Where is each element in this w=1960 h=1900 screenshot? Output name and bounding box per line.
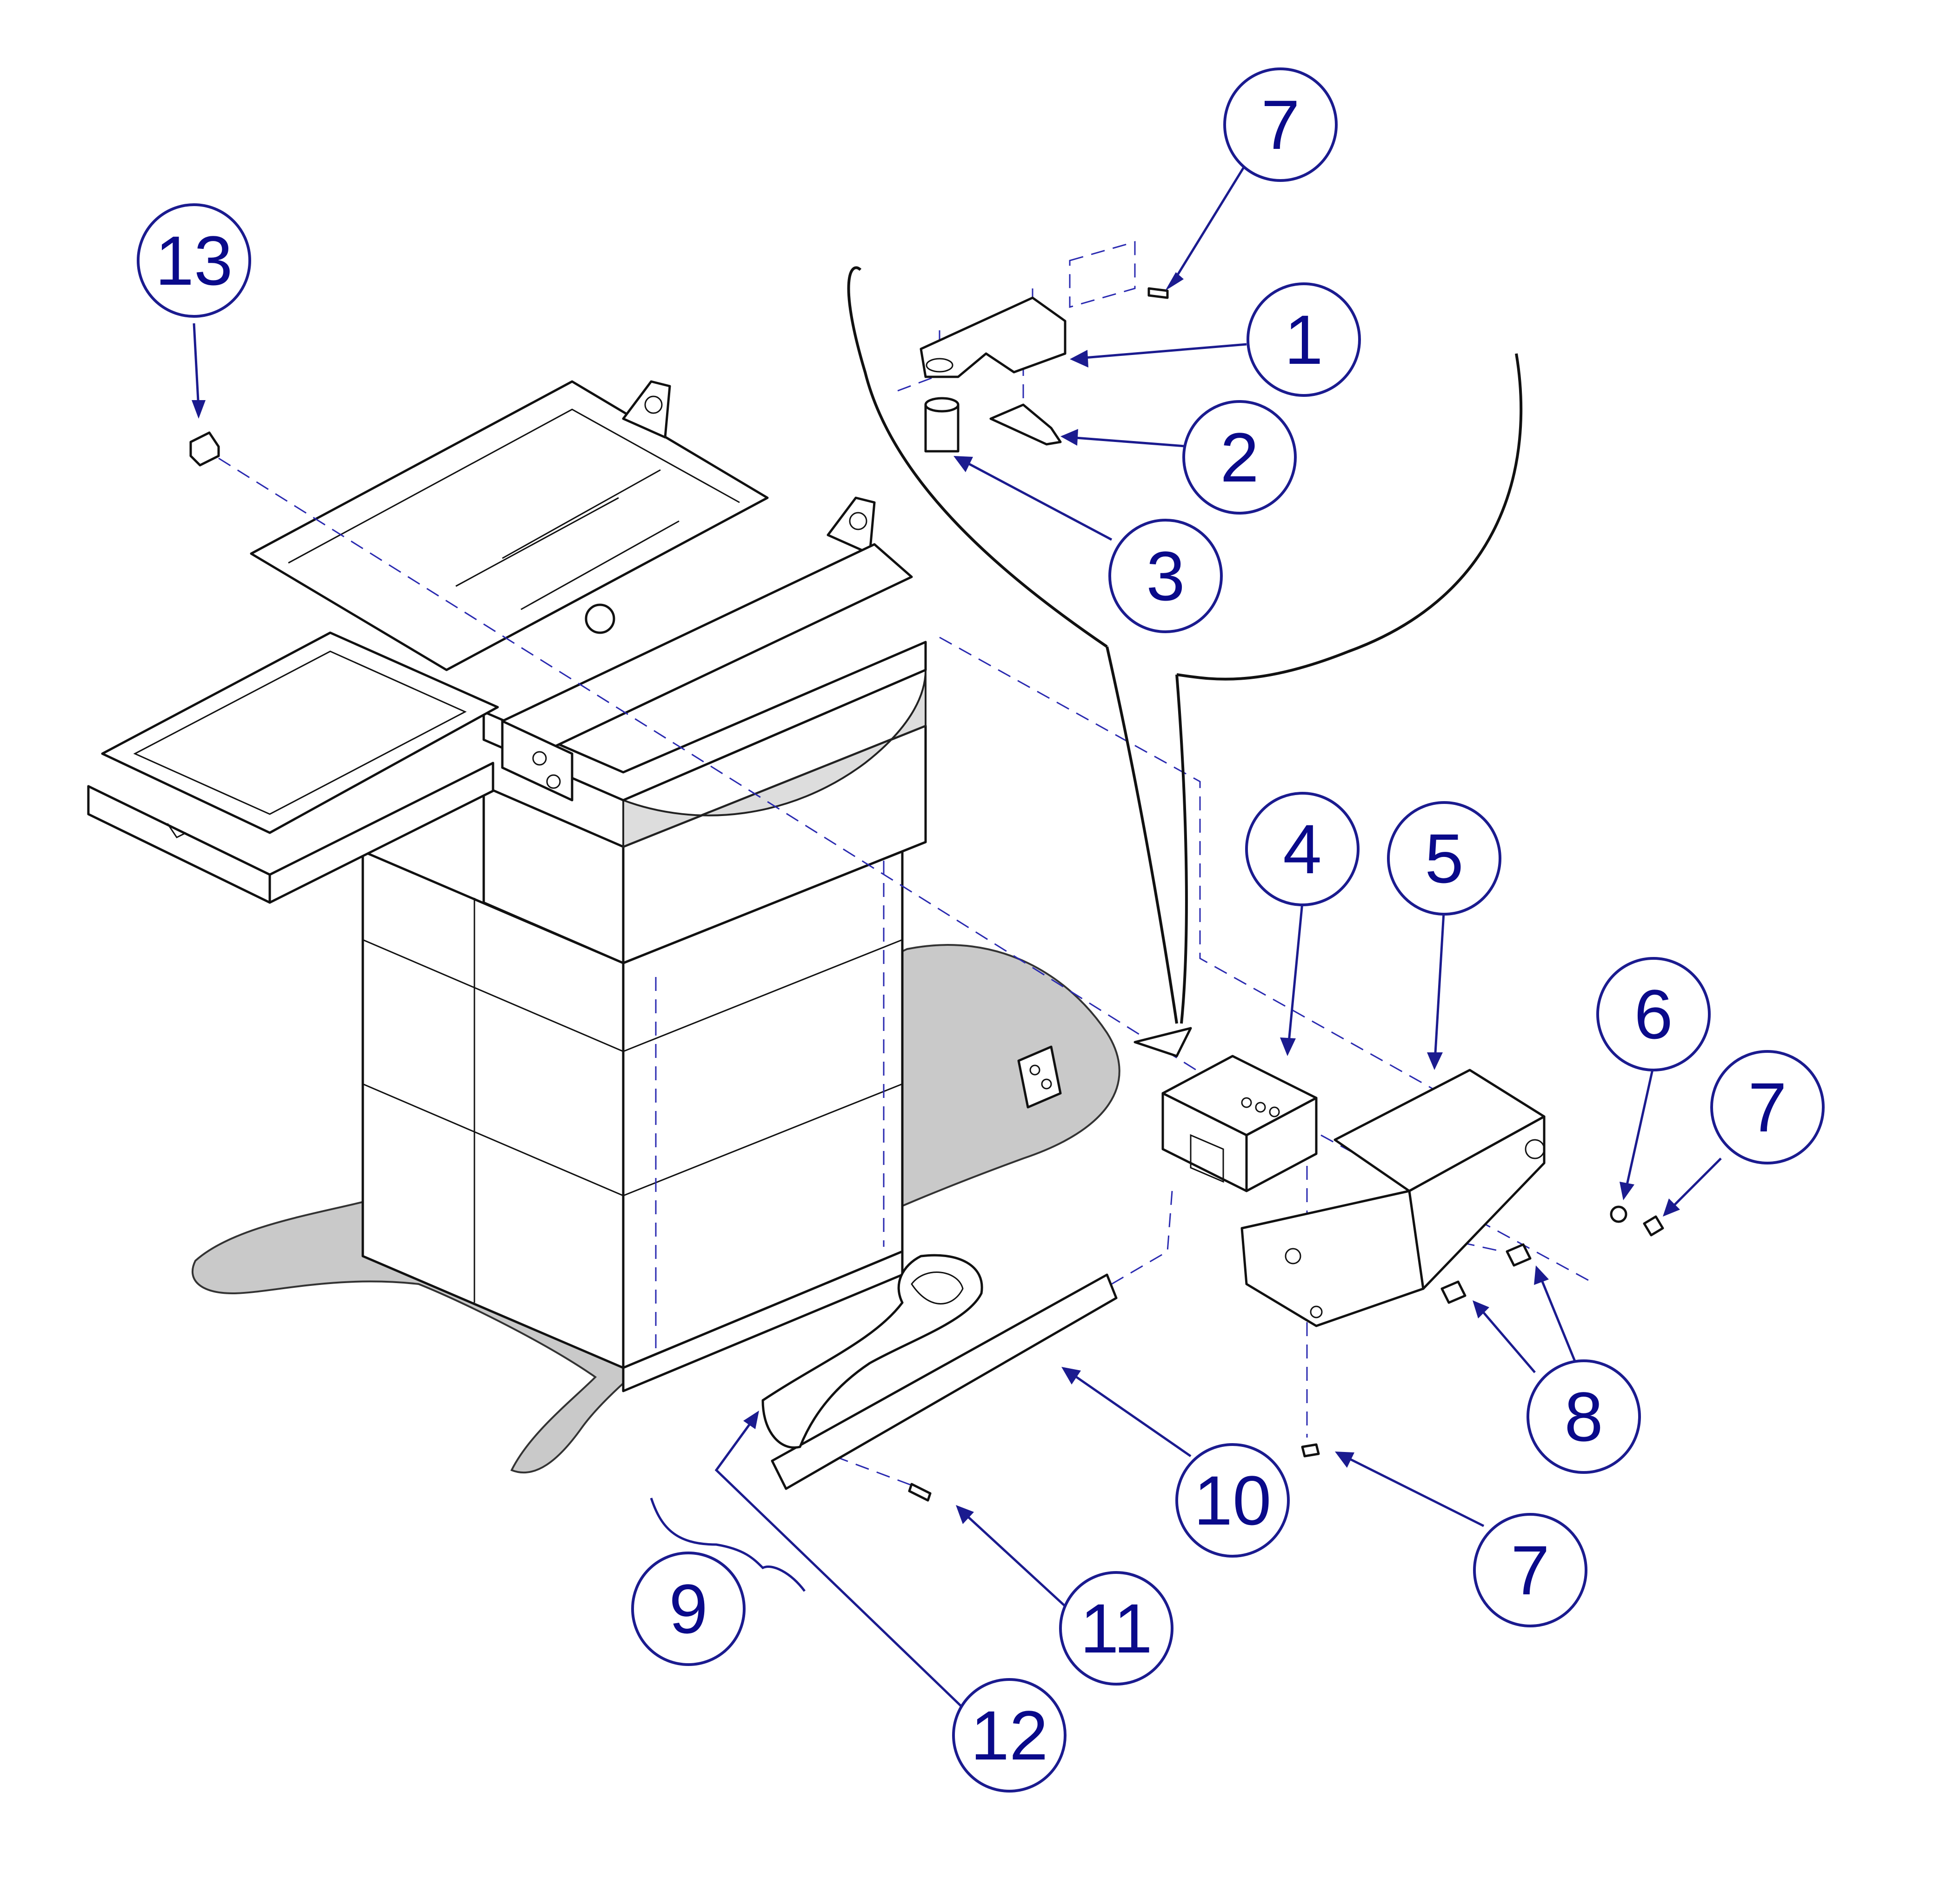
callout-3: 3 — [1108, 519, 1223, 633]
outlet-block — [1017, 1045, 1062, 1109]
cabinet-body — [361, 850, 904, 1392]
part-7-screw-top — [1147, 287, 1169, 299]
part-4-block — [1161, 1055, 1318, 1192]
callout-7-top: 7 — [1223, 67, 1338, 182]
callout-4-label: 4 — [1283, 810, 1321, 888]
callout-11-label: 11 — [1080, 1589, 1153, 1667]
part-1-bracket — [920, 296, 1067, 378]
part-3-cup — [924, 397, 960, 453]
part-6-washer — [1610, 1205, 1627, 1223]
callout-4: 4 — [1245, 792, 1360, 906]
callout-7-right: 7 — [1710, 1050, 1825, 1164]
callout-1-label: 1 — [1284, 301, 1323, 379]
callout-12: 12 — [952, 1678, 1067, 1793]
callout-9-label: 9 — [669, 1570, 707, 1648]
part-7-screw-right — [1643, 1215, 1664, 1237]
callout-2-label: 2 — [1220, 418, 1259, 496]
callout-2: 2 — [1182, 400, 1297, 515]
callout-1: 1 — [1247, 282, 1361, 397]
part-8-plug-b — [1440, 1280, 1467, 1304]
callout-8-label: 8 — [1564, 1378, 1603, 1456]
part-12-handle — [761, 1254, 983, 1449]
callout-13-label: 13 — [155, 221, 233, 300]
callout-12-label: 12 — [971, 1696, 1048, 1774]
part-11-pin — [908, 1483, 932, 1502]
assembly-line-5 — [939, 636, 1433, 1090]
part-7-screw-lower — [1301, 1443, 1320, 1458]
callout-5-label: 5 — [1425, 819, 1463, 897]
part-9-brace — [650, 1498, 806, 1592]
callout-5: 5 — [1387, 801, 1501, 916]
callout-7-bottom: 7 — [1473, 1513, 1587, 1627]
assembly-line-13 — [218, 457, 1219, 1085]
leader-lines — [192, 162, 1722, 1718]
callout-10-label: 10 — [1194, 1461, 1272, 1539]
part-5-bracket — [1240, 1069, 1546, 1327]
callout-6: 6 — [1596, 957, 1711, 1071]
part-2-lever — [989, 403, 1062, 446]
callout-3-label: 3 — [1146, 537, 1185, 615]
callout-7-top-label: 7 — [1261, 86, 1300, 164]
placeholder-plate — [1069, 241, 1136, 308]
side-tray — [87, 631, 499, 904]
bubble-arrow — [1133, 1027, 1192, 1057]
callout-6-label: 6 — [1634, 975, 1673, 1053]
assembly-line-handle — [1111, 1191, 1173, 1285]
callout-13: 13 — [137, 203, 251, 318]
detail-bubble — [847, 266, 1523, 1024]
part-13-screw — [189, 431, 220, 467]
top-chassis — [250, 380, 913, 802]
assembly-line-3 — [897, 376, 935, 392]
callout-10: 10 — [1175, 1443, 1290, 1558]
callout-9: 9 — [631, 1552, 746, 1666]
part-8-plug-a — [1506, 1243, 1532, 1267]
callout-8: 8 — [1527, 1359, 1641, 1474]
callout-7-bottom-label: 7 — [1511, 1531, 1549, 1609]
part-10-rail — [771, 1273, 1118, 1490]
callout-7-right-label: 7 — [1748, 1068, 1787, 1146]
callout-11: 11 — [1059, 1571, 1173, 1686]
